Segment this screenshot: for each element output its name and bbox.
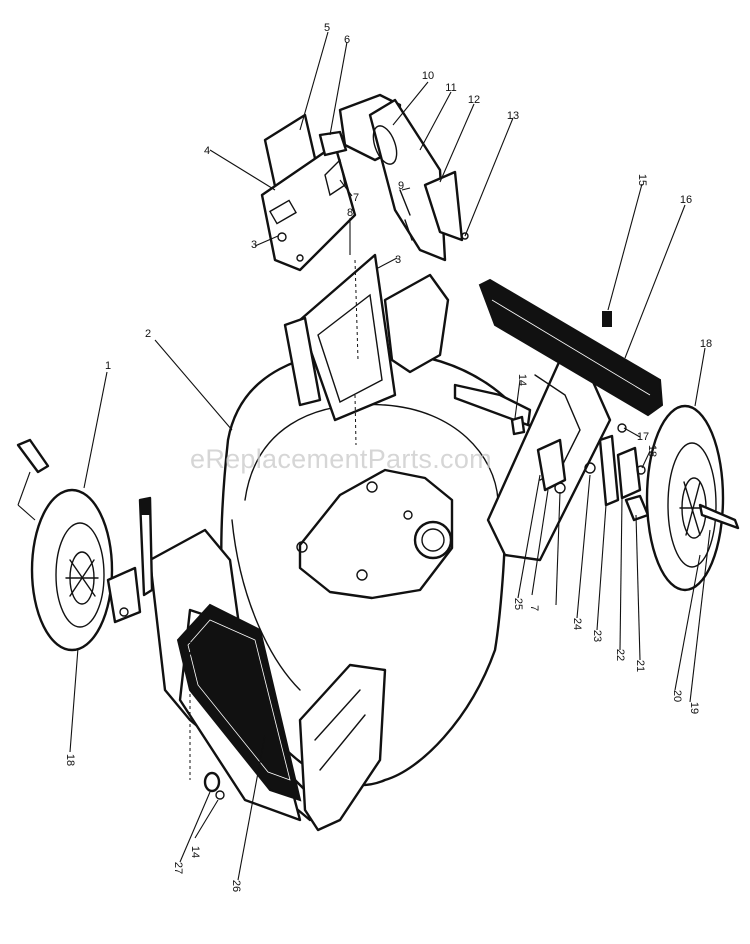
callout-11: 11	[445, 82, 457, 94]
callout-8: 8	[346, 207, 354, 219]
callout-26: 25	[512, 597, 524, 611]
callout-3b: 3	[394, 254, 402, 266]
callout-6: 6	[343, 34, 351, 46]
callout-12: 12	[467, 94, 481, 106]
callout-22: 21	[634, 659, 646, 673]
callout-28: 27	[172, 861, 184, 875]
callout-7a: 7	[352, 192, 360, 204]
callout-10: 10	[421, 70, 435, 82]
rear-deflector	[478, 278, 664, 417]
callout-16: 16	[679, 194, 693, 206]
callout-24: 23	[591, 629, 603, 643]
callout-4: 4	[203, 145, 211, 157]
front-wheel	[16, 438, 154, 652]
callout-14a: 14	[516, 373, 528, 387]
callout-27: 26	[230, 879, 242, 893]
callout-19: 18	[699, 338, 713, 350]
callout-21: 20	[671, 689, 683, 703]
callout-20: 19	[688, 701, 700, 715]
handle-lever-assembly	[338, 93, 469, 262]
watermark-text: eReplacementParts.com	[190, 444, 492, 474]
lower-hardware	[189, 640, 225, 800]
callout-13: 13	[506, 110, 520, 122]
callout-18a: 18	[646, 444, 658, 458]
mower-deck-housing	[148, 273, 612, 832]
callout-15: 15	[636, 173, 648, 187]
callout-9: 9	[397, 180, 405, 192]
callout-2: 2	[144, 328, 152, 340]
callout-17: 17	[636, 431, 650, 443]
callout-18b: 18	[64, 753, 76, 767]
handle-bracket-plate	[283, 253, 397, 446]
callout-25: 24	[571, 617, 583, 631]
callout-7b: 7	[528, 604, 540, 612]
height-adjust-assembly	[260, 113, 357, 272]
leader-lines	[69, 31, 711, 881]
callout-14b: 14	[189, 845, 201, 859]
callout-1: 1	[104, 360, 112, 372]
callout-3a: 3	[250, 239, 258, 251]
callout-23: 22	[614, 648, 626, 662]
callout-5: 5	[323, 22, 331, 34]
rear-wheel	[645, 404, 740, 592]
